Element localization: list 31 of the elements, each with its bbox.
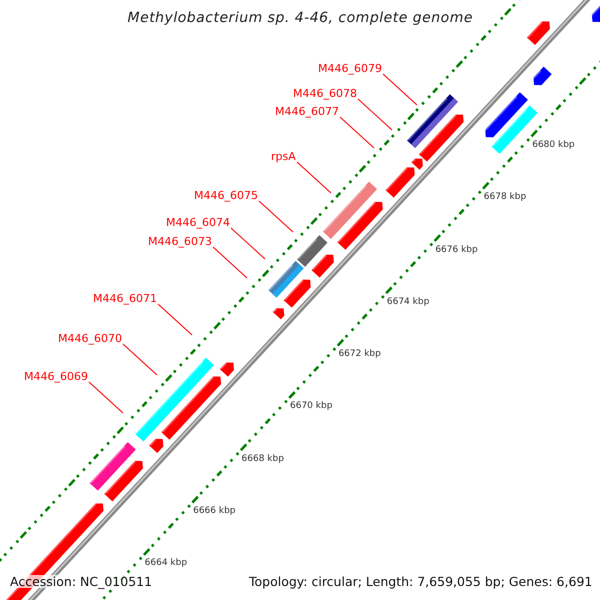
leader-line: [340, 116, 374, 148]
genome-stats-text: Topology: circular; Length: 7,659,055 bp; Genes: 6,691: [249, 574, 592, 588]
leader-line: [212, 246, 248, 278]
gene-label: M446_6077: [275, 104, 339, 118]
gene-label: rpsA: [271, 150, 296, 162]
scale-label: 6676 kbp: [435, 244, 478, 257]
gene-label: M446_6078: [293, 86, 357, 100]
gene-label: M446_6073: [148, 234, 212, 248]
leader-line: [296, 162, 332, 194]
scale-label: 6670 kbp: [290, 400, 332, 414]
scale-label: 6664 kbp: [144, 557, 188, 570]
gene-label: M446_6079: [318, 62, 382, 74]
gene-label: M446_6070: [58, 332, 122, 344]
leader-line: [358, 98, 392, 130]
leader-line: [230, 228, 266, 260]
leader-line: [382, 74, 418, 106]
scale-label: 6678 kbp: [484, 191, 526, 204]
leader-line: [158, 304, 192, 336]
gene-label: M446_6075: [194, 188, 258, 202]
leader-line: [88, 382, 124, 414]
leader-line: [122, 344, 158, 376]
title: Methylobacterium sp. 4-46, complete genome: [128, 12, 473, 24]
scale-label: 6666 kbp: [193, 505, 236, 518]
scale-label: 6680 kbp: [532, 138, 575, 152]
scale-label: 6672 kbp: [338, 348, 381, 362]
scale-label: 6668 kbp: [242, 452, 284, 466]
gene-label: M446_6074: [166, 216, 230, 228]
gene-label: M446_6071: [93, 292, 157, 304]
scale-label: 6674 kbp: [386, 296, 430, 309]
gene-label: M446_6069: [24, 370, 88, 382]
leader-line: [258, 200, 294, 232]
